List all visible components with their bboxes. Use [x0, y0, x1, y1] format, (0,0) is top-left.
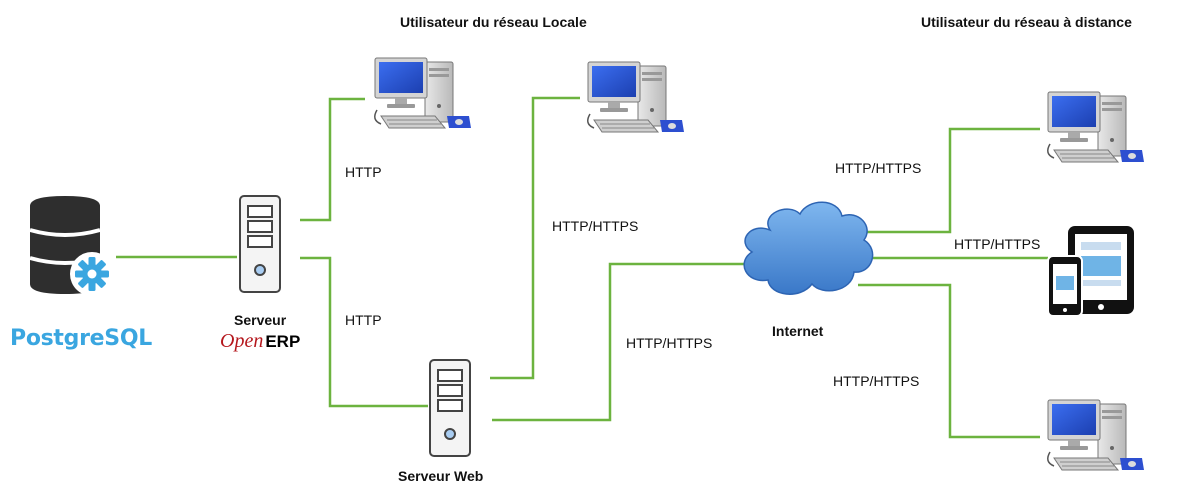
erp-server-icon [239, 195, 281, 293]
web-server-label: Serveur Web [398, 468, 484, 484]
link-web-local-pc [490, 96, 580, 380]
link-label-web-internet: HTTP/HTTPS [626, 335, 713, 351]
local-users-title: Utilisateur du réseau Locale [400, 14, 587, 30]
link-label-internet-remote-pc-1: HTTP/HTTPS [835, 160, 922, 176]
link-label-internet-mobile: HTTP/HTTPS [954, 236, 1041, 252]
link-label-internet-remote-pc-2: HTTP/HTTPS [833, 373, 920, 389]
link-label-erp-local-pc: HTTP [345, 164, 382, 180]
local-pc-1-icon [374, 57, 472, 129]
openerp-logo-open: Open [220, 330, 264, 352]
openerp-logo-erp: ERP [265, 332, 301, 351]
remote-pc-2-icon [1047, 399, 1145, 471]
remote-pc-1-icon [1047, 91, 1145, 163]
internet-label: Internet [772, 323, 824, 339]
link-label-web-local-pc: HTTP/HTTPS [552, 218, 639, 234]
link-internet-remote-pc-2 [858, 283, 1040, 439]
erp-server-label: Serveur [234, 312, 287, 328]
link-erp-web [300, 256, 428, 408]
cloud-icon [743, 201, 874, 295]
link-internet-remote-pc-1 [858, 127, 1040, 234]
postgresql-label: PostgreSQL [10, 326, 152, 351]
link-label-erp-web: HTTP [345, 312, 382, 328]
tablet-phone-icon [1047, 226, 1134, 317]
link-erp-local-pc [300, 97, 365, 222]
remote-users-title: Utilisateur du réseau à distance [921, 14, 1132, 30]
web-server-icon [429, 359, 471, 457]
link-web-internet [492, 262, 750, 422]
local-pc-2-icon [587, 61, 685, 133]
database-gear-icon [29, 196, 114, 296]
